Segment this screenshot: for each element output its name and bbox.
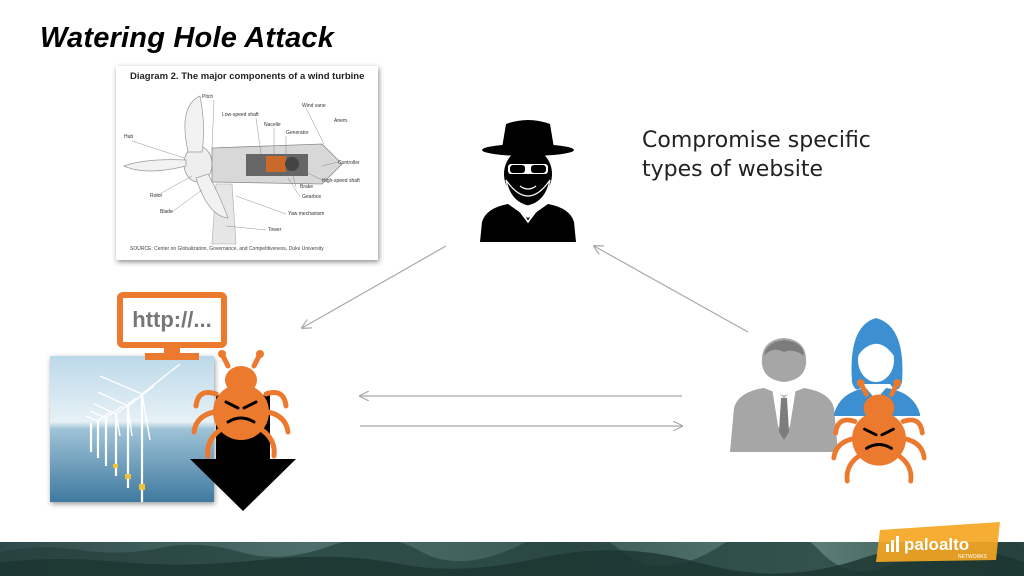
hacker-spy-icon: [480, 120, 576, 242]
footer-landscape: [0, 542, 1024, 576]
brand-sub: NETWORKS: [958, 554, 988, 560]
monitor-icon: [117, 292, 227, 360]
label-gearbox: Gearbox: [302, 194, 322, 200]
label-brake: Brake: [300, 184, 314, 190]
male-user-icon: [730, 338, 838, 452]
label-yaw-mechanism: Yaw mechanism: [288, 211, 325, 217]
brand-name: paloalto: [904, 535, 969, 554]
label-high-speed-shaft: High-speed shaft: [322, 178, 360, 184]
caption-line-2: types of website: [642, 157, 824, 182]
bug-icon: [191, 350, 291, 459]
label-blade: Blade: [160, 209, 173, 215]
caption: Compromise specific types of website: [642, 126, 871, 184]
bug-icon: [831, 379, 927, 484]
female-user-icon: [834, 318, 920, 416]
wind-turbine-diagram: Diagram 2. The major components of a win…: [116, 66, 378, 260]
diagram-source: SOURCE: Center on Globalization, Governa…: [130, 246, 324, 252]
label-controller: Controller: [338, 160, 360, 166]
label-anemometer: Anem.: [334, 118, 349, 124]
url-text: http://...: [132, 307, 212, 332]
label-wind-vane: Wind vane: [302, 103, 326, 109]
diagram-title: Diagram 2. The major components of a win…: [130, 71, 365, 82]
label-rotor: Rotor: [150, 193, 163, 199]
label-pitch: Pitch: [202, 94, 214, 100]
paloalto-logo: paloalto NETWORKS: [874, 520, 1002, 564]
label-hub: Hub: [124, 134, 134, 140]
label-tower: Tower: [268, 227, 282, 233]
wind-farm-photo: [50, 356, 214, 502]
turbine-illustration: [123, 95, 343, 245]
users-icon: [730, 318, 920, 452]
caption-line-1: Compromise specific: [642, 128, 871, 153]
label-nacelle: Nacelle: [264, 122, 281, 128]
label-low-speed-shaft: Low-speed shaft: [222, 112, 259, 118]
label-generator: Generator: [286, 130, 309, 136]
slide-title: Watering Hole Attack: [40, 22, 335, 54]
